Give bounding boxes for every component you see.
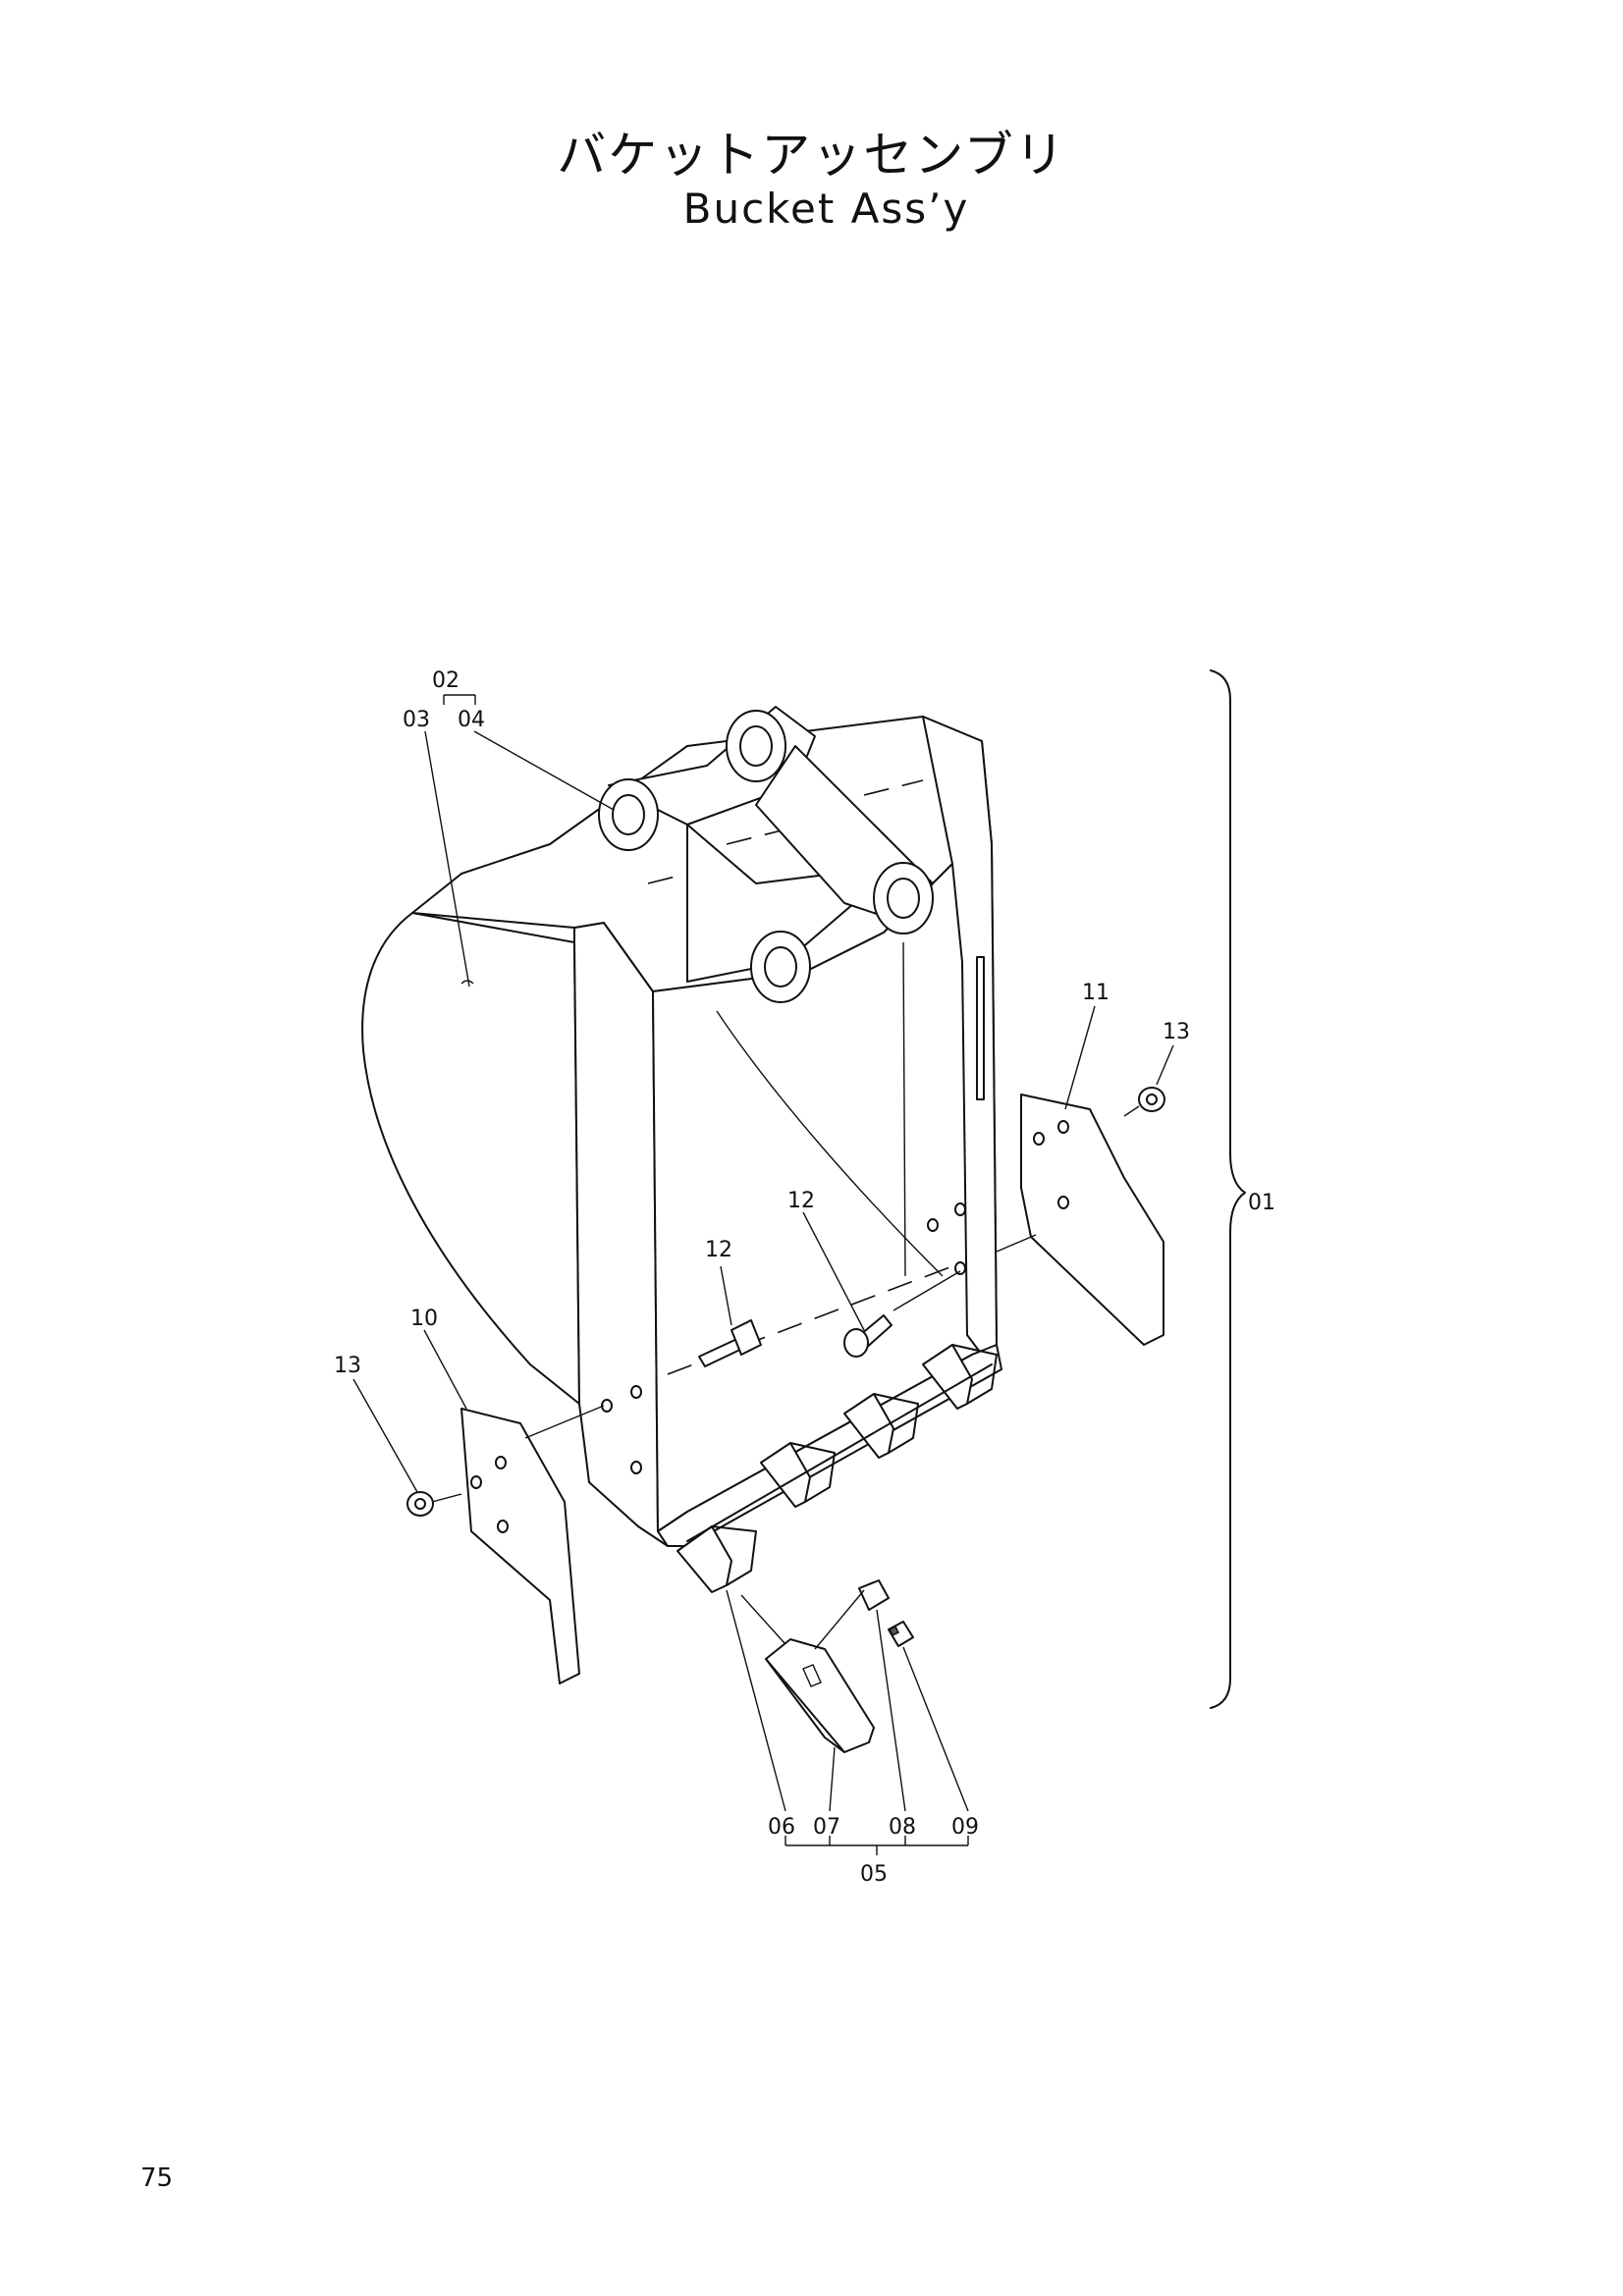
callout-06: 06 [768, 1815, 795, 1840]
tooth-3 [843, 1393, 919, 1459]
callout-13-right: 13 [1163, 1020, 1190, 1044]
callout-04: 04 [458, 708, 485, 732]
bolt-left [698, 1319, 762, 1367]
link-brackets [598, 706, 934, 1003]
side-cutter-left [460, 1408, 580, 1684]
pin-boss-3 [750, 931, 811, 1003]
side-cutter-right [1020, 1094, 1164, 1346]
side-plate-holes [601, 1202, 966, 1474]
callout-11: 11 [1082, 981, 1109, 1005]
exploded-lock [888, 1621, 914, 1647]
page-number: 75 [140, 2163, 174, 2193]
leader-lines [352, 694, 1174, 1855]
exploded-pin [858, 1579, 890, 1611]
title-japanese: バケットアッセンブリ [557, 127, 1066, 184]
exploded-tooth [765, 1638, 875, 1753]
callout-07: 07 [813, 1815, 840, 1840]
pin-boss-4 [873, 862, 934, 934]
callout-12-right: 12 [787, 1189, 815, 1213]
callout-02: 02 [432, 668, 460, 693]
assembly-brace [1210, 669, 1246, 1709]
callout-01: 01 [1248, 1191, 1275, 1215]
callout-10: 10 [410, 1307, 438, 1331]
cutting-edge [657, 1344, 1002, 1547]
title-english: Bucket Ass’y [682, 185, 970, 233]
bolt-right [843, 1314, 893, 1358]
callout-03: 03 [403, 708, 430, 732]
nut-left [406, 1491, 434, 1517]
callout-12-left: 12 [705, 1238, 732, 1262]
callout-13-left: 13 [334, 1354, 361, 1378]
tooth-4 [922, 1344, 998, 1410]
bucket-body [361, 716, 1002, 1547]
tooth-2 [760, 1442, 836, 1508]
callout-08: 08 [889, 1815, 916, 1840]
callout-labels: 02 03 04 11 13 01 12 12 10 13 06 07 08 0… [334, 668, 1275, 1887]
callout-05: 05 [860, 1862, 888, 1887]
bucket-teeth [676, 1344, 998, 1593]
nut-right [1138, 1087, 1165, 1112]
pin-boss-2 [726, 710, 786, 782]
callout-09: 09 [951, 1815, 979, 1840]
bucket-shell [361, 912, 580, 1405]
pin-boss-1 [598, 778, 659, 851]
